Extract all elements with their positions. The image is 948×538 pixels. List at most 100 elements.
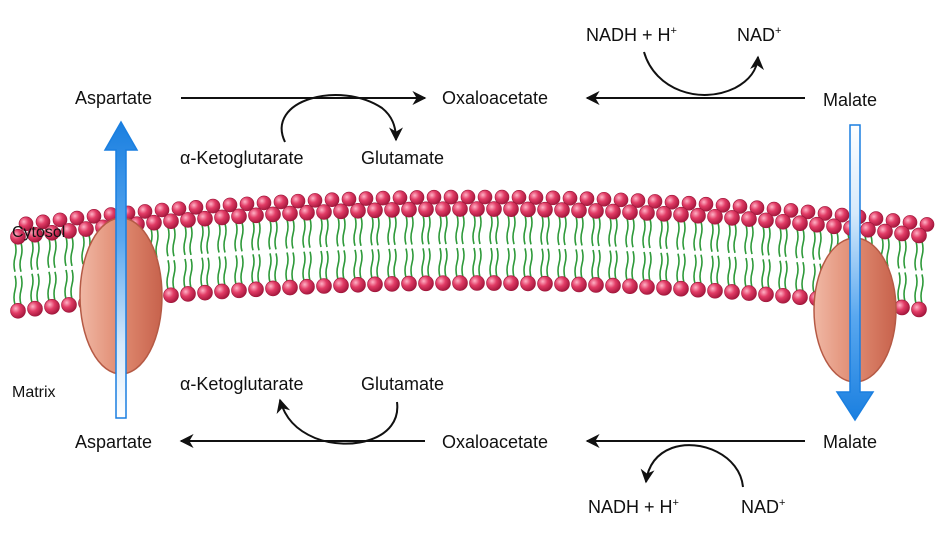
lipid-head: [860, 221, 876, 238]
lipid-tail: [710, 255, 714, 285]
lipid-head: [333, 277, 349, 294]
lipid-head: [392, 190, 408, 206]
lipid-tail: [710, 222, 714, 252]
lipid-head: [622, 204, 638, 221]
lipid-head: [528, 190, 544, 205]
lipid-head: [724, 284, 740, 300]
lipid-tail: [744, 224, 748, 255]
lipid-head: [911, 301, 927, 318]
lipid-head: [350, 276, 366, 293]
lipid-head: [367, 202, 383, 219]
lipid-head: [724, 210, 740, 226]
lipid-tail: [512, 214, 516, 245]
lipid-head: [10, 228, 26, 245]
lipid-head: [698, 196, 714, 212]
lipid-head: [656, 280, 672, 296]
lipid-head: [571, 276, 587, 293]
lipid-head: [282, 205, 298, 222]
lipid-head: [673, 280, 689, 297]
lipid-head: [401, 275, 417, 292]
matrix-nad-label: NAD+: [741, 497, 786, 517]
lipid-tail: [291, 219, 295, 249]
lipid-tail: [251, 254, 255, 284]
lipid-tail: [614, 217, 618, 247]
lipid-head: [673, 206, 689, 223]
lipid-tail: [546, 215, 550, 245]
lipid-tail: [370, 249, 374, 279]
lipid-head: [894, 299, 910, 316]
lipid-tail: [631, 218, 635, 248]
lipid-head: [571, 202, 587, 219]
lipid-tail: [444, 247, 448, 278]
lipid-head: [486, 275, 502, 291]
lipid-head: [826, 218, 842, 235]
cytosol-akg-glutamate-arc: [280, 94, 403, 143]
lipid-tail: [461, 214, 465, 245]
lipid-tail: [53, 238, 57, 268]
lipid-tail: [523, 248, 527, 278]
lipid-head: [554, 202, 570, 218]
lipid-head: [282, 279, 298, 296]
lipid-tail: [404, 248, 408, 278]
lipid-head: [248, 207, 264, 224]
lipid-tail: [438, 247, 442, 278]
lipid-head: [630, 193, 646, 208]
lipid-head: [69, 210, 85, 226]
lipid-head: [520, 201, 536, 218]
lipid-tail: [336, 217, 340, 247]
lipid-head: [78, 221, 94, 237]
lipid-tail: [631, 251, 635, 281]
lipid-tail: [472, 214, 476, 245]
lipid-head: [265, 206, 281, 223]
lipid-tail: [648, 218, 652, 249]
lipid-tail: [461, 247, 465, 278]
lipid-tail: [665, 219, 669, 250]
lipid-tail: [36, 273, 40, 303]
lipid-tail: [472, 247, 476, 278]
lipid-tail: [308, 251, 312, 281]
lipid-tail: [308, 218, 312, 248]
lipid-head: [350, 202, 366, 219]
lipid-head: [44, 224, 60, 241]
matrix-akg-label: α-Ketoglutarate: [180, 374, 304, 394]
lipid-head: [27, 226, 43, 243]
lipid-tail: [506, 214, 510, 245]
lipid-tail: [200, 257, 204, 287]
lipid-tail: [580, 249, 584, 279]
lipid-tail: [914, 241, 918, 271]
lipid-head: [44, 298, 60, 315]
lipid-tail: [625, 218, 629, 248]
lipid-tail: [767, 226, 771, 256]
cytosol-glutamate-label: Glutamate: [361, 148, 445, 168]
lipid-tail: [546, 248, 550, 278]
lipid-tail: [733, 256, 737, 287]
lipid-tail: [166, 227, 170, 257]
lipid-heads: [10, 189, 935, 319]
lipid-tail: [376, 216, 380, 246]
cytosol-nadh-nad-arc: [643, 51, 765, 96]
lipid-tail: [223, 223, 227, 253]
lipid-head: [877, 223, 893, 240]
lipid-tail: [914, 274, 918, 304]
matrix-oxaloacetate-label: Oxaloacetate: [442, 432, 549, 452]
lipid-tail: [353, 249, 357, 280]
lipid-head: [222, 197, 238, 213]
lipid-head: [664, 194, 680, 210]
lipid-head: [265, 280, 281, 297]
aspartate-export-arrow: [103, 120, 139, 419]
lipid-tail: [172, 260, 176, 290]
lipid-tail: [574, 249, 578, 279]
lipid-tail: [682, 220, 686, 250]
lipid-tail: [342, 250, 346, 280]
lipid-tail: [217, 256, 221, 286]
lipid-tail: [53, 271, 57, 301]
lipid-head: [299, 204, 315, 221]
lipid-tail: [665, 252, 669, 283]
lipid-tail: [183, 258, 187, 289]
lipid-head: [197, 284, 213, 301]
lipid-tail: [801, 261, 805, 292]
lipid-head: [605, 277, 621, 294]
lipid-head: [919, 217, 935, 232]
lipid-head: [86, 208, 102, 224]
lipid-head: [511, 189, 527, 205]
